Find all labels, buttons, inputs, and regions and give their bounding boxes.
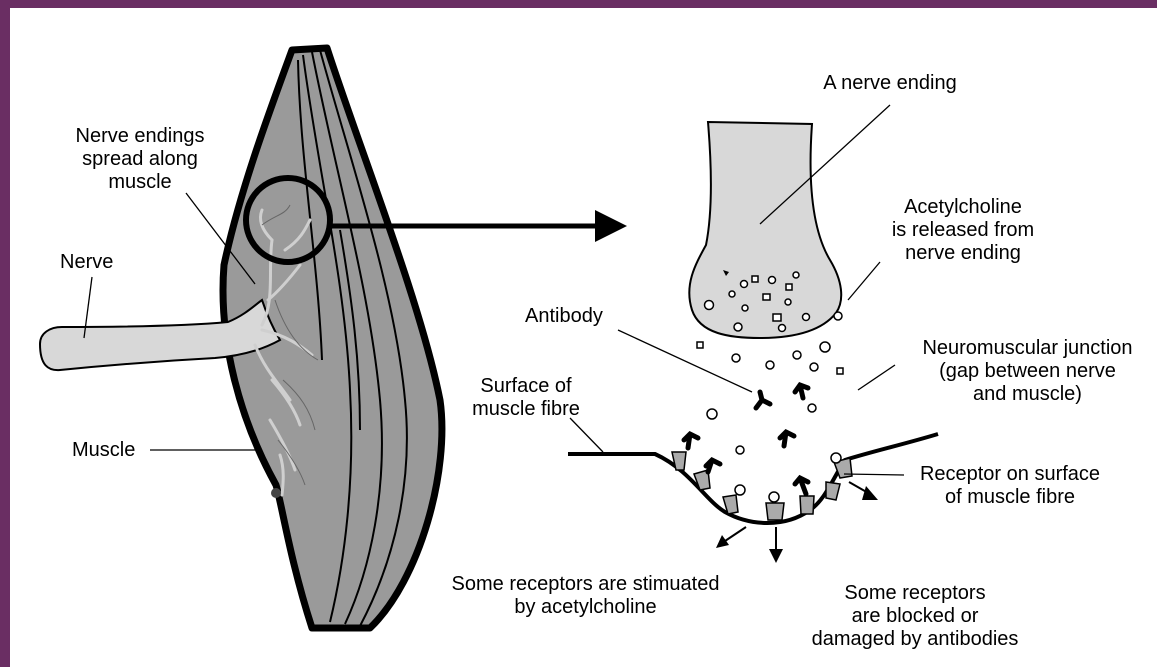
muscle-fibre-surface: [568, 434, 938, 523]
label-blocked-line1: Some receptors: [785, 582, 1045, 605]
label-junction-line1: Neuromuscular junction: [900, 337, 1155, 360]
label-a-nerve-ending: A nerve ending: [790, 72, 990, 95]
label-junction-line2: (gap between nerve: [900, 360, 1155, 383]
label-surface-line1: Surface of: [456, 375, 596, 398]
label-acetylcholine: Acetylcholine is released from nerve end…: [868, 196, 1058, 265]
label-receptor-line2: of muscle fibre: [895, 486, 1125, 509]
label-neuromuscular-junction: Neuromuscular junction (gap between nerv…: [900, 337, 1155, 406]
label-muscle: Muscle: [72, 439, 135, 462]
label-nerve-endings-line1: Nerve endings: [50, 125, 230, 148]
label-surface-of-muscle-fibre: Surface of muscle fibre: [456, 375, 596, 421]
label-junction-line3: and muscle): [900, 383, 1155, 406]
label-receptors-blocked: Some receptors are blocked or damaged by…: [785, 582, 1045, 651]
label-surface-line2: muscle fibre: [456, 398, 596, 421]
label-acetylcholine-line2: is released from: [868, 219, 1058, 242]
label-stimulated-line2: by acetylcholine: [418, 596, 753, 619]
label-receptors-stimulated: Some receptors are stimuated by acetylch…: [418, 573, 753, 619]
label-acetylcholine-line1: Acetylcholine: [868, 196, 1058, 219]
label-blocked-line2: are blocked or: [785, 605, 1045, 628]
label-receptor-line1: Receptor on surface: [895, 463, 1125, 486]
label-nerve-endings-line2: spread along: [50, 148, 230, 171]
label-nerve-endings: Nerve endings spread along muscle: [50, 125, 230, 194]
label-blocked-line3: damaged by antibodies: [785, 628, 1045, 651]
label-nerve: Nerve: [60, 251, 113, 274]
label-stimulated-line1: Some receptors are stimuated: [418, 573, 753, 596]
label-acetylcholine-line3: nerve ending: [868, 242, 1058, 265]
label-nerve-endings-line3: muscle: [50, 171, 230, 194]
label-antibody: Antibody: [525, 305, 603, 328]
label-receptor: Receptor on surface of muscle fibre: [895, 463, 1125, 509]
nerve-ending-dot: [271, 488, 281, 498]
receptors: [672, 452, 852, 520]
